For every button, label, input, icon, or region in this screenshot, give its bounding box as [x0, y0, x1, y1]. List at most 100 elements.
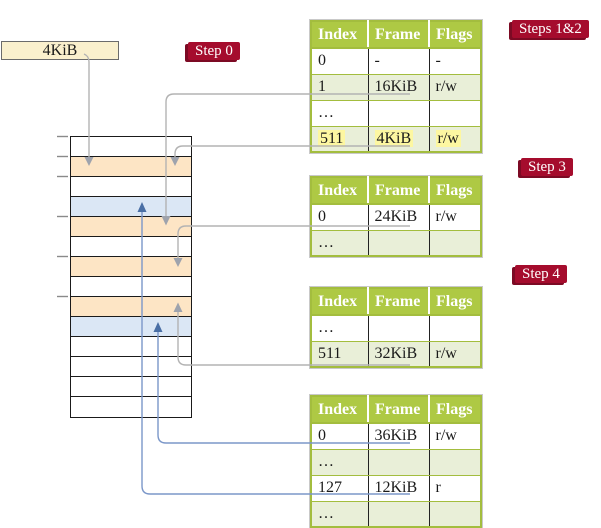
memory-frame-row-blue — [71, 317, 191, 337]
table-cell — [368, 501, 430, 528]
table-cell: … — [311, 501, 369, 528]
column-header: Flags — [429, 21, 481, 49]
root-pointer-label: 4KiB — [42, 42, 78, 59]
table-cell: 0 — [311, 204, 369, 231]
table-cell: 4KiB — [368, 126, 430, 153]
table-cell: 36KiB — [368, 423, 430, 450]
table-cell: r/w — [429, 423, 481, 450]
table-cell: … — [311, 315, 369, 342]
table-row: 511 4KiB r/w — [311, 126, 481, 153]
memory-frame-row-peach — [71, 257, 191, 277]
table-cell — [429, 230, 481, 257]
memory-frame-row-white — [71, 137, 191, 157]
memory-strip — [70, 136, 192, 418]
table-cell: 0 — [311, 423, 369, 450]
table-cell: 511 — [311, 341, 369, 368]
column-header: Frame — [368, 21, 430, 49]
table-cell — [429, 100, 481, 127]
column-header: Index — [311, 21, 369, 49]
table-cell: 12KiB — [368, 475, 430, 502]
column-header: Flags — [429, 396, 481, 424]
column-header: Flags — [429, 288, 481, 316]
badge-steps-1-2-label: Steps 1&2 — [519, 21, 582, 37]
table-cell: 24KiB — [368, 204, 430, 231]
table-cell: r/w — [429, 204, 481, 231]
badge-steps-1-2: Steps 1&2 — [512, 20, 589, 38]
badge-step-4: Step 4 — [515, 265, 567, 283]
table-cell: 511 — [311, 126, 369, 153]
column-header: Frame — [368, 288, 430, 316]
memory-frame-row-blue — [71, 197, 191, 217]
table-cell — [429, 449, 481, 476]
table-cell: - — [368, 48, 430, 75]
table-row: … — [311, 230, 481, 257]
table-cell — [368, 315, 430, 342]
highlighted-value: r/w — [435, 129, 461, 147]
badge-step-3: Step 3 — [521, 158, 573, 176]
memory-frame-row-peach — [71, 297, 191, 317]
memory-frame-row-white — [71, 237, 191, 257]
memory-frame-row-peach — [71, 157, 191, 177]
memory-frame-row-white — [71, 277, 191, 297]
table-cell: 16KiB — [368, 74, 430, 101]
table-cell — [368, 449, 430, 476]
table-cell: 127 — [311, 475, 369, 502]
memory-frame-row-peach — [71, 217, 191, 237]
badge-step-3-label: Step 3 — [528, 159, 566, 175]
table-cell: … — [311, 449, 369, 476]
table-cell — [368, 230, 430, 257]
table-cell: 0 — [311, 48, 369, 75]
memory-frame-row-white — [71, 357, 191, 377]
column-header: Frame — [368, 396, 430, 424]
badge-step-0: Step 0 — [188, 42, 240, 60]
badge-step-4-label: Step 4 — [522, 266, 560, 282]
table-row: … — [311, 315, 481, 342]
column-header: Index — [311, 396, 369, 424]
table-cell: … — [311, 230, 369, 257]
table-cell: 1 — [311, 74, 369, 101]
table-cell: … — [311, 100, 369, 127]
memory-frame-row-white — [71, 377, 191, 397]
table-cell — [429, 501, 481, 528]
column-header: Flags — [429, 177, 481, 205]
table-cell: r/w — [429, 341, 481, 368]
memory-frame-row-white — [71, 397, 191, 417]
column-header: Index — [311, 288, 369, 316]
table-cell — [368, 100, 430, 127]
root-pointer-box: 4KiB — [1, 41, 119, 60]
table-row: 0-- — [311, 48, 481, 75]
strip-tick-marks — [57, 135, 68, 298]
table-row: … — [311, 449, 481, 476]
highlighted-value: 511 — [318, 129, 346, 147]
table-row: … — [311, 100, 481, 127]
table-cell: 32KiB — [368, 341, 430, 368]
memory-frame-row-white — [71, 337, 191, 357]
column-header: Index — [311, 177, 369, 205]
table-cell: r/w — [429, 74, 481, 101]
table-cell — [429, 315, 481, 342]
highlighted-value: 4KiB — [374, 129, 414, 147]
column-header: Frame — [368, 177, 430, 205]
memory-frame-row-white — [71, 177, 191, 197]
table-row: … — [311, 501, 481, 528]
table-cell: - — [429, 48, 481, 75]
table-cell: r — [429, 475, 481, 502]
